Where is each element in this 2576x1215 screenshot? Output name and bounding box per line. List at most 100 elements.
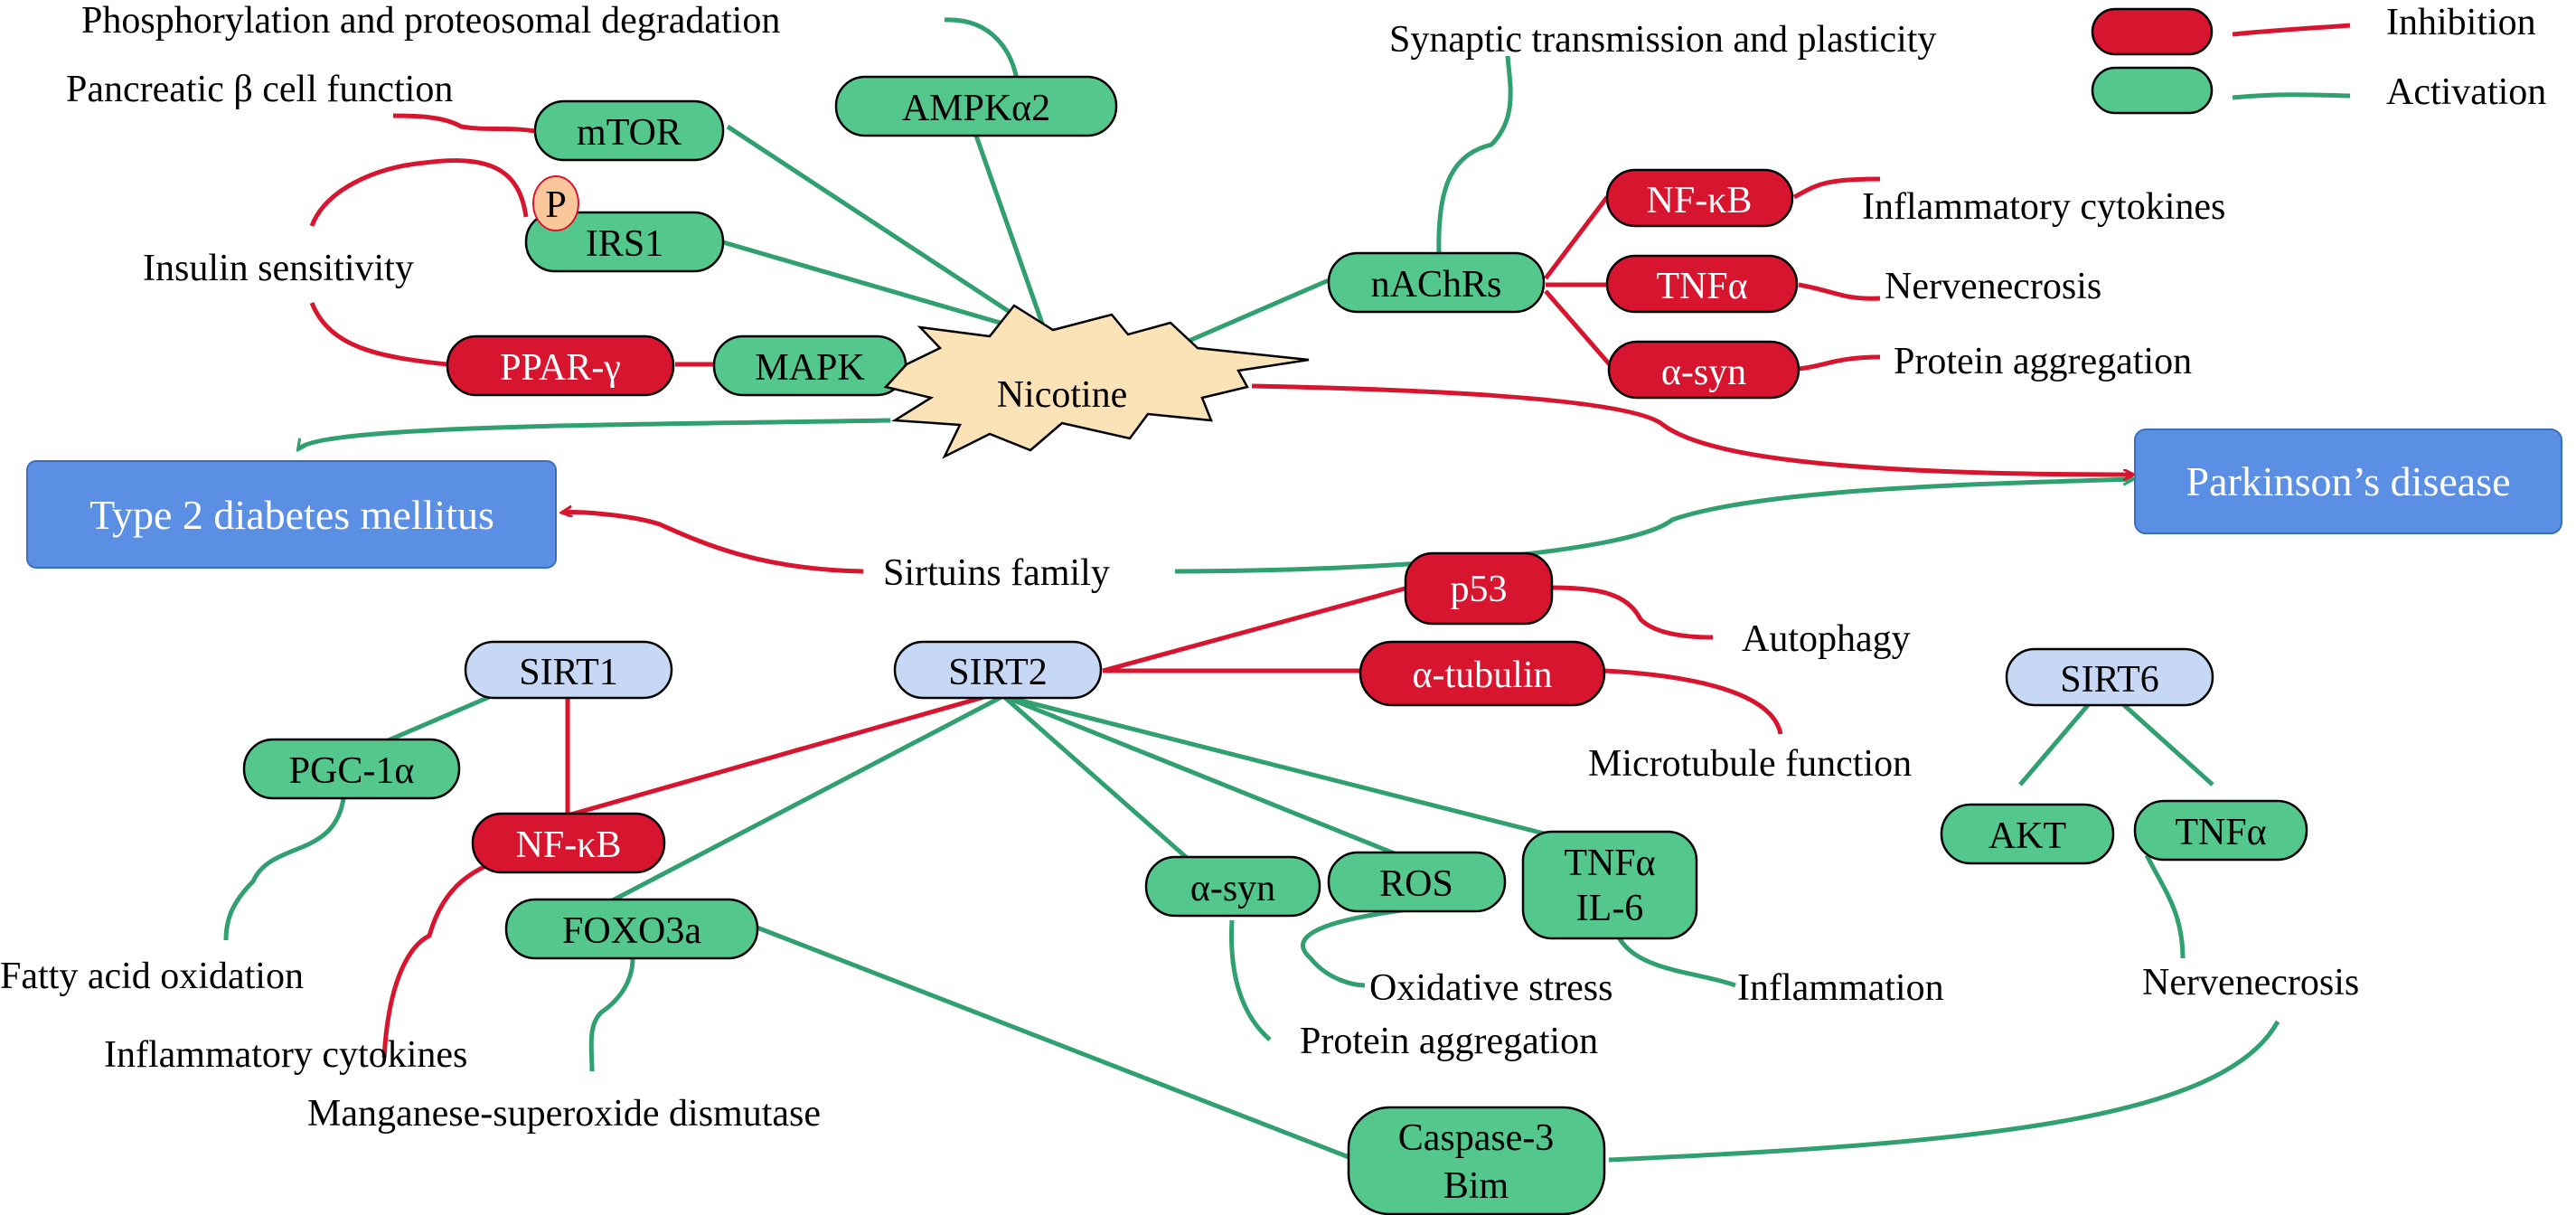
node-ampk-label: AMPKα2 xyxy=(902,88,1050,129)
node-sirt2-label: SIRT2 xyxy=(948,652,1048,693)
box-t2dm-label: Type 2 diabetes mellitus xyxy=(89,492,494,538)
node-caspase-line1: Caspase-3 xyxy=(1398,1117,1555,1159)
node-foxo[interactable]: FOXO3a xyxy=(504,898,759,960)
node-akt[interactable]: AKT xyxy=(1940,803,2115,865)
edge-mtor-betacell xyxy=(392,113,536,134)
node-tnfa-il6-line1: TNFα xyxy=(1564,843,1655,884)
node-nicotine-label: Nicotine xyxy=(997,374,1128,416)
label-beta-cell: Pancreatic β cell function xyxy=(66,69,453,110)
red-connectors xyxy=(309,113,2133,1059)
label-sirtuins: Sirtuins family xyxy=(883,552,1110,594)
node-caspase[interactable]: Caspase-3 Bim xyxy=(1347,1106,1606,1215)
node-tnfa-il6[interactable]: TNFα IL-6 xyxy=(1521,830,1698,940)
node-irs1[interactable]: IRS1 xyxy=(524,211,725,273)
legend-activation-line xyxy=(2232,92,2351,100)
green-connectors xyxy=(223,17,2280,1163)
label-microtubule: Microtubule function xyxy=(1588,743,1912,785)
node-pgc-label: PGC-1α xyxy=(289,750,415,792)
node-nachrs[interactable]: nAChRs xyxy=(1327,251,1546,314)
label-synaptic: Synaptic transmission and plasticity xyxy=(1389,19,1936,61)
node-asyn-bottom[interactable]: α-syn xyxy=(1144,855,1321,918)
edge-ampk-phospho-label xyxy=(944,17,1020,80)
label-nervenecrosis-bottom: Nervenecrosis xyxy=(2142,962,2359,1003)
node-tnfa-top-label: TNFα xyxy=(1656,266,1747,307)
edge-sirt6-tnfa xyxy=(2122,703,2214,786)
node-ros[interactable]: ROS xyxy=(1327,851,1507,913)
edge-sirt2-foxo xyxy=(604,693,1005,907)
edge-sirt2-ros xyxy=(1002,693,1397,857)
node-ampk[interactable]: AMPKα2 xyxy=(834,75,1118,137)
node-asyn-top[interactable]: α-syn xyxy=(1607,340,1800,400)
label-protein-agg-top: Protein aggregation xyxy=(1894,341,2192,382)
legend-inhibition-label: Inhibition xyxy=(2386,2,2536,43)
node-pgc[interactable]: PGC-1α xyxy=(242,738,461,800)
edge-p53-autophagy xyxy=(1549,585,1714,640)
legend-inhibition-swatch xyxy=(2091,7,2214,56)
label-insulin: Insulin sensitivity xyxy=(143,248,414,289)
node-mtor[interactable]: mTOR xyxy=(533,99,725,162)
edge-sirt1-pgc xyxy=(379,687,507,747)
edge-sirtuins-t2dm xyxy=(562,513,864,574)
node-nfkb-top-label: NF-κB xyxy=(1647,180,1753,221)
node-nachrs-label: nAChRs xyxy=(1371,264,1502,306)
nodes: mTOR AMPKα2 IRS1 P MAPK nAChRs PGC-1α F xyxy=(26,75,2562,1215)
node-sirt1[interactable]: SIRT1 xyxy=(464,640,673,700)
box-t2dm[interactable]: Type 2 diabetes mellitus xyxy=(26,460,557,569)
legend-activation-swatch xyxy=(2091,66,2214,115)
node-tnfa-il6-line2: IL-6 xyxy=(1576,888,1644,929)
node-asyn-top-label: α-syn xyxy=(1661,352,1746,393)
label-fatty-acid: Fatty acid oxidation xyxy=(0,956,304,997)
label-autophagy: Autophagy xyxy=(1742,618,1911,660)
edge-ampk-nicotine xyxy=(973,135,1049,337)
legend: Inhibition Activation xyxy=(2091,2,2546,115)
node-ppar-label: PPAR-γ xyxy=(500,347,621,389)
node-ppar[interactable]: PPAR-γ xyxy=(446,334,675,397)
box-pd[interactable]: Parkinson’s disease xyxy=(2134,429,2562,534)
label-mnsod: Manganese-superoxide dismutase xyxy=(307,1093,821,1135)
node-nfkb-bottom[interactable]: NF-κB xyxy=(471,812,666,874)
label-inflammation: Inflammation xyxy=(1737,967,1944,1009)
legend-activation-label: Activation xyxy=(2386,71,2546,113)
edge-insulin-ppar xyxy=(309,302,448,367)
edge-nachrs-synaptic xyxy=(1436,55,1513,254)
node-tnfa-right[interactable]: TNFα xyxy=(2133,799,2308,862)
node-tnfa-top[interactable]: TNFα xyxy=(1605,254,1799,314)
node-tubulin-label: α-tubulin xyxy=(1413,655,1553,696)
node-tubulin[interactable]: α-tubulin xyxy=(1359,640,1606,707)
edge-asyn-protein-top xyxy=(1798,354,1881,372)
node-p53-label: p53 xyxy=(1451,569,1508,610)
node-sirt2[interactable]: SIRT2 xyxy=(893,640,1103,700)
node-mtor-label: mTOR xyxy=(577,112,682,154)
edge-asyn-protein xyxy=(1229,919,1272,1041)
node-caspase-line2: Bim xyxy=(1443,1165,1509,1207)
legend-inhibition-line xyxy=(2232,23,2351,37)
edge-foxo-caspase xyxy=(754,924,1357,1163)
edge-sirt2-p53 xyxy=(1102,585,1409,673)
edge-mtor-nicotine xyxy=(726,124,1048,339)
edge-tubulin-microtubule xyxy=(1603,668,1783,735)
edge-sirt2-nfkb xyxy=(567,689,1004,818)
label-nervenecrosis-top: Nervenecrosis xyxy=(1885,266,2101,307)
edge-nicotine-pd xyxy=(1251,383,2133,475)
node-nicotine[interactable]: Nicotine xyxy=(883,304,1310,459)
edge-pgc-fatty xyxy=(223,797,346,941)
nicotine-starburst-shape xyxy=(883,304,1310,459)
edge-nfkb-cytokines xyxy=(1792,176,1881,200)
node-mapk-label: MAPK xyxy=(755,347,864,389)
label-oxidative: Oxidative stress xyxy=(1369,967,1612,1009)
edge-nicotine-t2dm xyxy=(298,418,891,449)
edge-sirt2-asyn xyxy=(1001,694,1195,865)
label-protein-agg-bottom: Protein aggregation xyxy=(1300,1021,1598,1062)
labels: Phosphorylation and proteosomal degradat… xyxy=(0,0,2359,1135)
node-p53[interactable]: p53 xyxy=(1404,551,1554,626)
node-sirt6[interactable]: SIRT6 xyxy=(2005,647,2214,707)
label-inflam-cytokines-bottom: Inflammatory cytokines xyxy=(104,1034,467,1076)
node-sirt6-label: SIRT6 xyxy=(2060,659,2159,701)
edge-tnfil6-inflammation xyxy=(1615,934,1736,988)
node-phospho-label: P xyxy=(545,184,566,226)
node-mapk[interactable]: MAPK xyxy=(712,334,907,397)
node-sirt1-label: SIRT1 xyxy=(519,652,618,693)
node-nfkb-top[interactable]: NF-κB xyxy=(1605,168,1794,228)
edge-nachrs-asyn xyxy=(1544,289,1615,371)
